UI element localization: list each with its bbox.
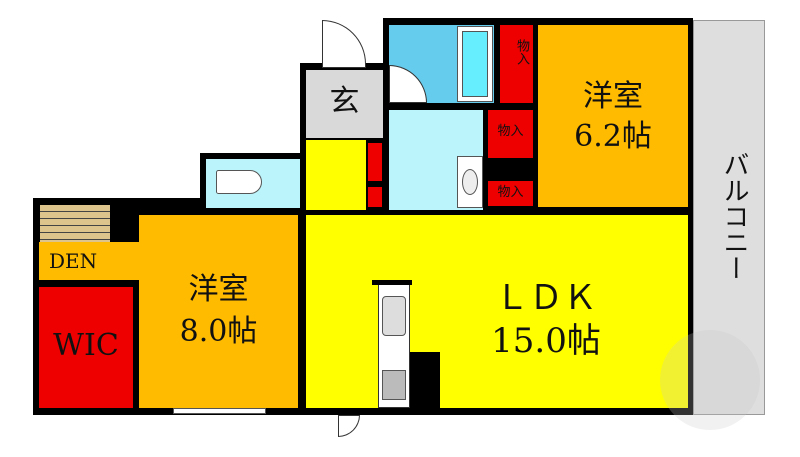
room-label: DEN bbox=[49, 249, 98, 273]
storage-1: 物入 bbox=[500, 25, 533, 103]
balcony-label: バルコニー bbox=[719, 151, 749, 281]
room-size: 15.0帖 bbox=[491, 321, 601, 361]
shoe-closet bbox=[368, 143, 382, 181]
room-label: WIC bbox=[53, 328, 119, 363]
washbasin bbox=[457, 156, 483, 208]
ldk: ＬＤＫ 15.0帖 bbox=[306, 215, 688, 408]
ldk-door[interactable] bbox=[338, 415, 360, 437]
room-label: 洋室 bbox=[188, 272, 249, 307]
storage-label: 物入 bbox=[514, 39, 529, 65]
bathtub bbox=[457, 26, 493, 102]
shoe-closet bbox=[368, 187, 382, 207]
storage-label: 物入 bbox=[497, 124, 524, 139]
storage-2: 物入 bbox=[488, 110, 533, 158]
storage-label: 物入 bbox=[497, 185, 524, 200]
room-size: 6.2帖 bbox=[574, 119, 652, 154]
watermark-logo bbox=[660, 330, 760, 430]
room-label: 洋室 bbox=[583, 79, 643, 114]
kitchen-counter bbox=[378, 283, 410, 408]
western-room-8-0: 洋室 8.0帖 bbox=[139, 215, 298, 408]
room-label: 玄 bbox=[329, 84, 360, 119]
stove bbox=[382, 370, 406, 400]
window bbox=[173, 408, 266, 414]
hall bbox=[306, 140, 366, 210]
room-size: 8.0帖 bbox=[179, 314, 258, 349]
entrance: 玄 bbox=[306, 70, 383, 138]
walk-in-closet: WIC bbox=[39, 287, 133, 408]
toilet bbox=[206, 159, 300, 208]
sink bbox=[382, 296, 406, 336]
entrance-door[interactable] bbox=[322, 20, 366, 68]
den: DEN bbox=[39, 242, 139, 280]
balcony: バルコニー bbox=[693, 20, 765, 415]
kitchen-wall bbox=[372, 280, 412, 285]
stairs bbox=[40, 205, 110, 242]
room-label: ＬＤＫ bbox=[495, 278, 597, 318]
storage-3: 物入 bbox=[488, 181, 533, 206]
toilet-bowl bbox=[216, 170, 262, 194]
western-room-6-2: 洋室 6.2帖 bbox=[538, 25, 688, 207]
kitchen-wall bbox=[410, 352, 440, 408]
